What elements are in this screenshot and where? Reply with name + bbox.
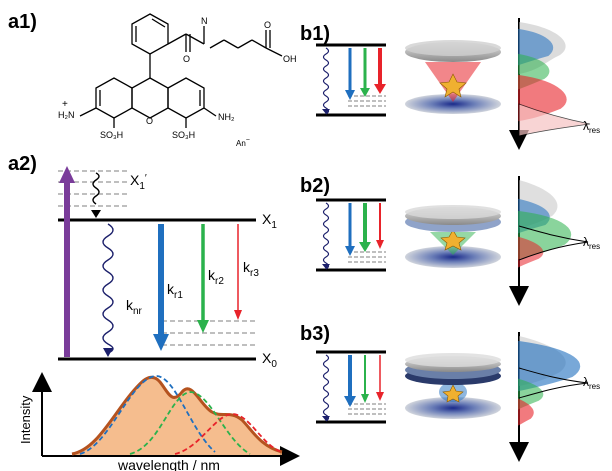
b3-cavity: [405, 353, 501, 419]
anion-label: An−: [236, 137, 250, 148]
b3-lambda-label: λres: [583, 375, 600, 391]
sulfo-right-label: SO₃H: [172, 130, 195, 140]
carbonyl-o-label: O: [183, 54, 190, 64]
kr1-label: kr1: [167, 281, 183, 301]
b2-emitter-star: [440, 229, 466, 251]
b2-level-diagram: [316, 198, 386, 272]
x1-label: X1: [262, 211, 277, 231]
emission-spectrum: Intensity wavelength / nm: [18, 372, 300, 471]
b2-lambda-label: λres: [583, 235, 600, 251]
right-amine-label: NH₂: [218, 112, 235, 122]
panel-label-a2: a2): [8, 153, 37, 175]
acid-o-label: O: [264, 20, 271, 30]
kr2-subscript: r2: [215, 276, 224, 287]
b2-lambda-subscript: res: [589, 242, 600, 251]
spectrum-envelope: [71, 375, 283, 456]
b3-lambda-subscript: res: [589, 382, 600, 391]
kr1-symbol: k: [167, 281, 175, 297]
relaxation-squiggle: [92, 172, 100, 205]
b2-lambda-symbol: λ: [583, 235, 589, 249]
kr2-symbol: k: [208, 267, 216, 283]
knr-subscript: nr: [133, 306, 143, 317]
b1-spectrum: λres: [509, 18, 600, 150]
spectrum-fill: [72, 377, 282, 455]
kr3-subscript: r3: [250, 268, 259, 279]
x1-prime-mark: ′: [145, 173, 147, 184]
absorption-arrowhead: [59, 166, 75, 183]
panel-label-b2: b2): [300, 175, 330, 197]
x1-symbol: X: [262, 211, 272, 227]
b2-spectrum: λres: [509, 176, 600, 306]
x0-subscript: 0: [271, 359, 277, 370]
jablonski-diagram: [58, 166, 256, 361]
b1-cavity: [405, 40, 501, 114]
panel-label-a1: a1): [8, 11, 37, 33]
acid-oh-label: OH: [283, 54, 297, 64]
molecule-structure: [79, 13, 283, 128]
b1-bottom-mirror: [405, 94, 501, 114]
molecule-labels: N O O OH O H₂N + NH₂ SO₃H SO₃H An−: [58, 16, 297, 148]
x1-subscript: 1: [271, 220, 277, 231]
anion-charge: −: [246, 137, 250, 144]
red-component: [174, 413, 283, 455]
x1-prime-symbol: X: [130, 172, 140, 188]
b3-emitter-star: [442, 384, 464, 403]
b3-spectrum: λres: [509, 332, 600, 462]
panel-label-b1: b1): [300, 23, 330, 45]
jablonski-labels: X1′ X1 X0 knr kr1 kr2 kr3: [126, 172, 277, 370]
knr-symbol: k: [126, 297, 134, 313]
left-plus-label: +: [62, 99, 68, 110]
kr3-symbol: k: [243, 259, 251, 275]
b1-emitter-star: [439, 73, 467, 98]
kr3-label: kr3: [243, 259, 259, 279]
x0-label: X0: [262, 350, 277, 370]
x1-prime-subscript: 1: [139, 181, 145, 192]
knr-label: knr: [126, 297, 143, 317]
kr1-subscript: r1: [174, 290, 183, 301]
left-amine-label: H₂N: [58, 110, 75, 120]
sulfo-left-label: SO₃H: [100, 130, 123, 140]
x0-symbol: X: [262, 350, 272, 366]
spectrum-x-label: wavelength / nm: [117, 457, 220, 471]
b3-bottom-mirror: [405, 397, 501, 419]
kr2-label: kr2: [208, 267, 224, 287]
green-component: [129, 391, 251, 455]
b1-lambda-label: λres: [583, 119, 600, 135]
panel-label-b3: b3): [300, 323, 330, 345]
b2-bottom-mirror: [405, 246, 501, 268]
x1-prime-label: X1′: [130, 172, 147, 192]
b1-level-diagram: [316, 43, 386, 117]
b1-lambda-symbol: λ: [583, 119, 589, 133]
nonradiative-decay: [102, 223, 114, 354]
b3-lambda-symbol: λ: [583, 375, 589, 389]
b3-level-diagram: [316, 350, 386, 424]
b1-lambda-subscript: res: [589, 126, 600, 135]
methyl-label: N: [201, 16, 208, 26]
spectrum-y-label: Intensity: [18, 395, 33, 444]
b2-cavity: [405, 205, 501, 268]
anion-text: An: [236, 139, 246, 148]
ring-oxygen-label: O: [146, 116, 153, 126]
